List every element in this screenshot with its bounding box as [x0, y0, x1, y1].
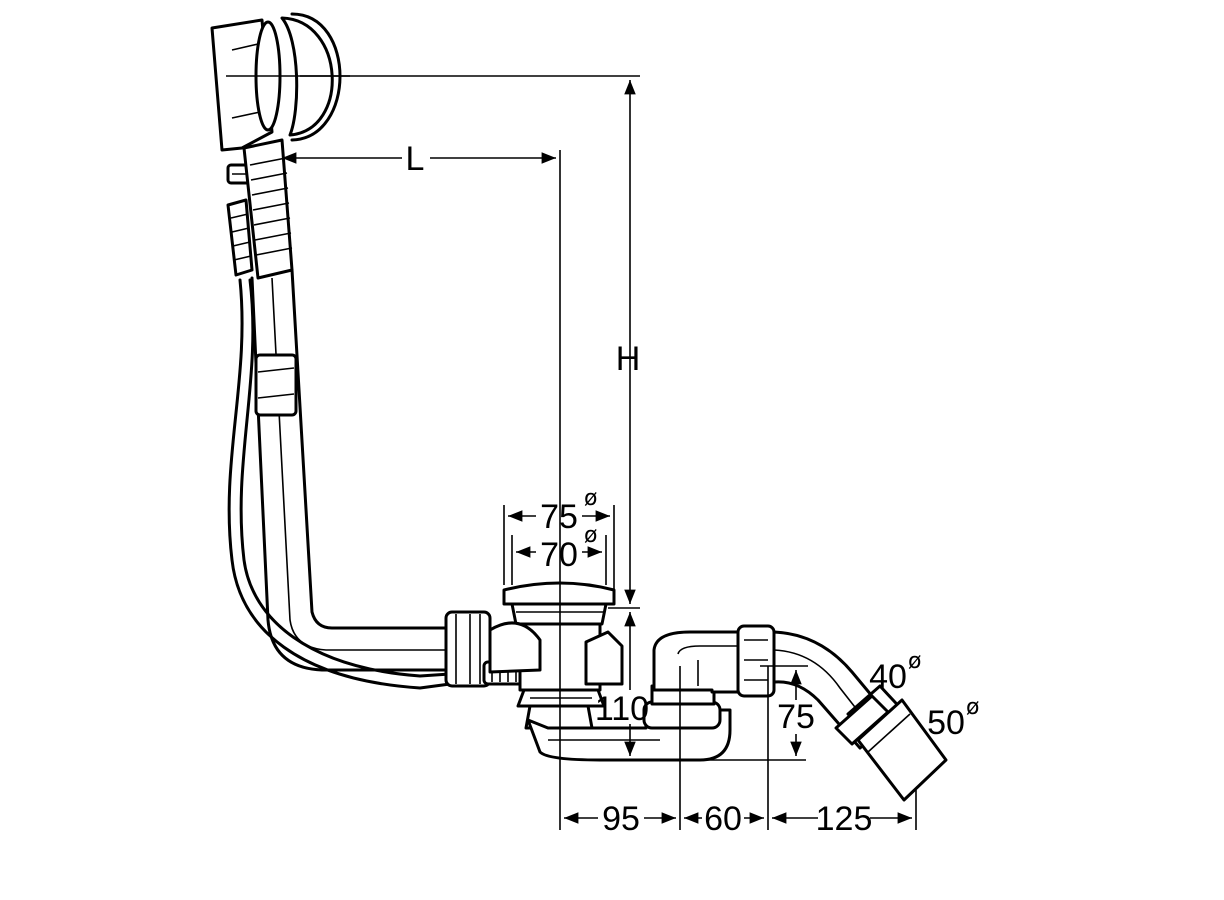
diameter-symbol-75: ø	[584, 486, 597, 511]
dimension-H-label: H	[616, 340, 641, 378]
dimension-50-diameter-label: 50	[927, 704, 965, 742]
overflow-pipe	[250, 268, 452, 672]
dimension-70-diameter-label: 70	[540, 536, 578, 574]
dimension-75-diameter-label: 75	[540, 498, 578, 536]
dimension-L-label: L	[406, 140, 425, 178]
bowden-cable-sleeve	[226, 138, 294, 280]
dimension-95-label: 95	[602, 800, 640, 838]
diameter-symbol-40: ø	[908, 649, 921, 674]
control-cable	[227, 278, 482, 690]
diameter-symbol-50: ø	[966, 695, 979, 720]
dimension-110-label: 110	[595, 690, 649, 728]
diameter-symbol-70: ø	[584, 523, 597, 548]
dimension-60-label: 60	[704, 800, 742, 838]
dimension-125-label: 125	[816, 800, 873, 838]
dimension-75-height-label: 75	[777, 698, 815, 736]
dimension-lines	[282, 75, 917, 830]
outlet-elbow	[772, 630, 948, 802]
waste-outlet	[488, 581, 624, 730]
dimension-40-diameter-label: 40	[869, 658, 907, 696]
